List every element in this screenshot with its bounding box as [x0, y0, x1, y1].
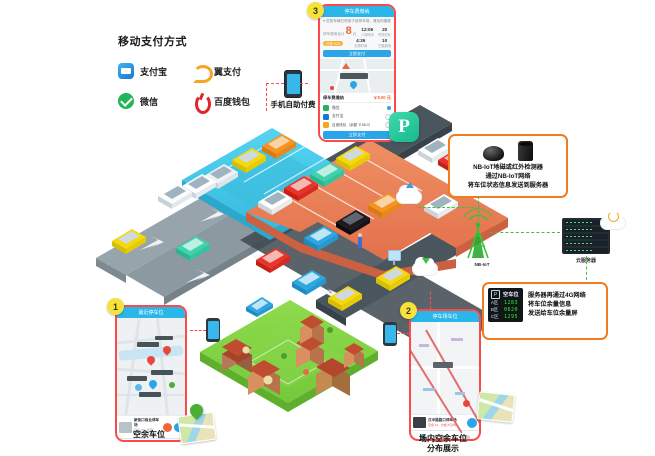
dash-connector	[266, 83, 267, 111]
app-header: 最近停车位	[117, 307, 185, 318]
navigate-button[interactable]	[467, 417, 477, 428]
panel-1-caption: 空余车位	[133, 430, 165, 439]
pay-option-label: 支付宝	[332, 114, 344, 118]
sign-zone: C区	[491, 314, 499, 319]
sensor-callout-line: 将车位状态信息发送到服务器	[467, 181, 549, 189]
sync-icon	[608, 211, 619, 222]
panel-2-caption: 场内空余车位 分布展示	[419, 434, 467, 453]
stat-label: 停车时长	[378, 33, 391, 37]
led-board-callout: P 空车位 A区 1283 B区 0620 C区 1295 服务器再通过4G网络	[482, 282, 608, 340]
baidu-wallet-icon	[323, 122, 329, 128]
tab-icon[interactable]	[465, 435, 471, 439]
app-header: 停车场车位	[411, 311, 479, 322]
alipay-icon	[118, 63, 134, 79]
call-button[interactable]	[163, 422, 172, 432]
geomagnetic-sensor-icon	[483, 146, 504, 161]
stat-label: 已缴费用	[378, 44, 391, 48]
step-badge-2: 2	[400, 302, 417, 319]
upload-arrow-icon	[406, 182, 414, 188]
nearby-parking-phone[interactable]: 最近停车位 新街口商业停车场 空余 26 · 距离 180m	[115, 305, 187, 442]
fee-unit: 元	[352, 32, 357, 36]
legend-label: 微信	[140, 96, 159, 107]
paylist-title: 停车费缴纳	[323, 95, 344, 100]
cloud-server-label: 云服务器	[575, 258, 596, 264]
info-kiosk-icon	[388, 250, 401, 265]
stat-value: 4:26	[356, 38, 366, 43]
stat-label: 出场时间	[354, 44, 368, 48]
fee-amount: 8	[345, 25, 352, 37]
nbiot-tower-label: NB-IoT	[474, 262, 490, 267]
wechat-icon	[118, 93, 134, 109]
parking-p-icon: P	[491, 290, 500, 299]
wechat-icon	[323, 105, 329, 111]
stat-label: 入场时间	[360, 33, 374, 37]
dash-connector-green	[478, 196, 479, 222]
sign-zone: A区	[491, 300, 499, 305]
confirm-pay-button[interactable]: 立即支付	[323, 131, 391, 139]
radio-selected[interactable]	[387, 106, 391, 110]
parking-app-icon[interactable]: P	[389, 112, 419, 142]
dash-connector	[397, 333, 409, 334]
parking-availability-sign: P 空车位 A区 1283 B区 0620 C区 1295	[488, 288, 524, 322]
stat-value: 10	[382, 38, 388, 43]
app-header: 停车费缴纳	[320, 6, 394, 17]
pay-option-label: 百度钱包（余额 ￥68.0）	[332, 122, 373, 127]
dash-connector	[300, 83, 308, 84]
user-phone-icon	[383, 322, 397, 346]
pedestrian	[358, 233, 362, 248]
sensor-callout-line: 通过NB-IoT网络	[485, 172, 531, 180]
self-pay-phone-icon	[284, 70, 302, 98]
pay-now-button[interactable]: 立即支付	[323, 50, 391, 57]
cloud-icon	[396, 185, 422, 204]
legend-label: 支付宝	[140, 66, 168, 77]
board-callout-line: 服务器再通过4G网络	[528, 292, 586, 299]
in-lot-distribution-phone[interactable]: 停车场车位 汉中路路口停车场 空余 12 · 价格 5元/时	[409, 309, 481, 441]
yipay-icon	[192, 63, 213, 83]
map-marker[interactable]	[463, 400, 470, 407]
dash-connector-green	[490, 232, 560, 233]
legend-item-alipay: 支付宝	[118, 63, 192, 79]
step-badge-3: 3	[307, 2, 324, 19]
dash-connector-green	[418, 207, 474, 208]
legend-title: 移动支付方式	[118, 36, 187, 48]
dash-connector	[266, 83, 284, 84]
tab-icon[interactable]	[442, 435, 448, 439]
resident-phone-icon	[206, 318, 220, 342]
dash-connector-green	[586, 256, 587, 280]
stat-value: 20	[382, 27, 388, 32]
infrared-sensor-icon	[518, 141, 533, 161]
step-badge-1: 1	[107, 298, 124, 315]
alipay-icon	[323, 113, 329, 120]
sign-title: 空车位	[503, 292, 519, 298]
pay-option-label: 微信	[332, 105, 340, 110]
cloud-server-rack	[562, 218, 610, 254]
paylist-amount: ￥8.00 元	[373, 95, 391, 100]
self-pay-label: 手机自助付费	[270, 100, 316, 109]
legend-item-baidu-wallet: 百度钱包	[192, 93, 266, 114]
payment-app-phone[interactable]: 停车费缴纳 ● 您的车辆已停放于该停车场，请及时缴费 停车费用合计 8 元 12…	[318, 4, 396, 142]
sensor-callout-line: NB-IoT地磁或红外检测器	[473, 164, 543, 171]
legend-label: 翼支付	[214, 66, 242, 77]
dash-connector	[430, 292, 431, 309]
board-callout-line: 将车位余量信息	[528, 300, 572, 308]
tab-icon[interactable]	[419, 435, 425, 439]
sign-value: 1283	[502, 300, 521, 306]
sign-zone: B区	[491, 307, 499, 312]
download-arrow-icon	[422, 258, 430, 264]
legend-label: 百度钱包	[214, 96, 251, 107]
legend-item-yipay: 翼支付	[192, 63, 266, 83]
dash-connector	[190, 330, 206, 331]
sign-value: 0620	[502, 307, 521, 313]
legend-item-wechat: 微信	[118, 93, 192, 109]
pay-option-wechat[interactable]: 微信	[323, 105, 391, 111]
sensor-callout: NB-IoT地磁或红外检测器 通过NB-IoT网络 将车位状态信息发送到服务器	[448, 134, 568, 198]
sign-value: 1295	[502, 314, 521, 320]
baidu-wallet-icon	[192, 93, 211, 114]
mobile-payment-legend: 移动支付方式 支付宝 翼支付 微信 百度钱包	[118, 33, 266, 114]
stat-value: 12:06	[361, 27, 374, 32]
board-callout-line: 发送给车位余量屏	[528, 309, 578, 317]
